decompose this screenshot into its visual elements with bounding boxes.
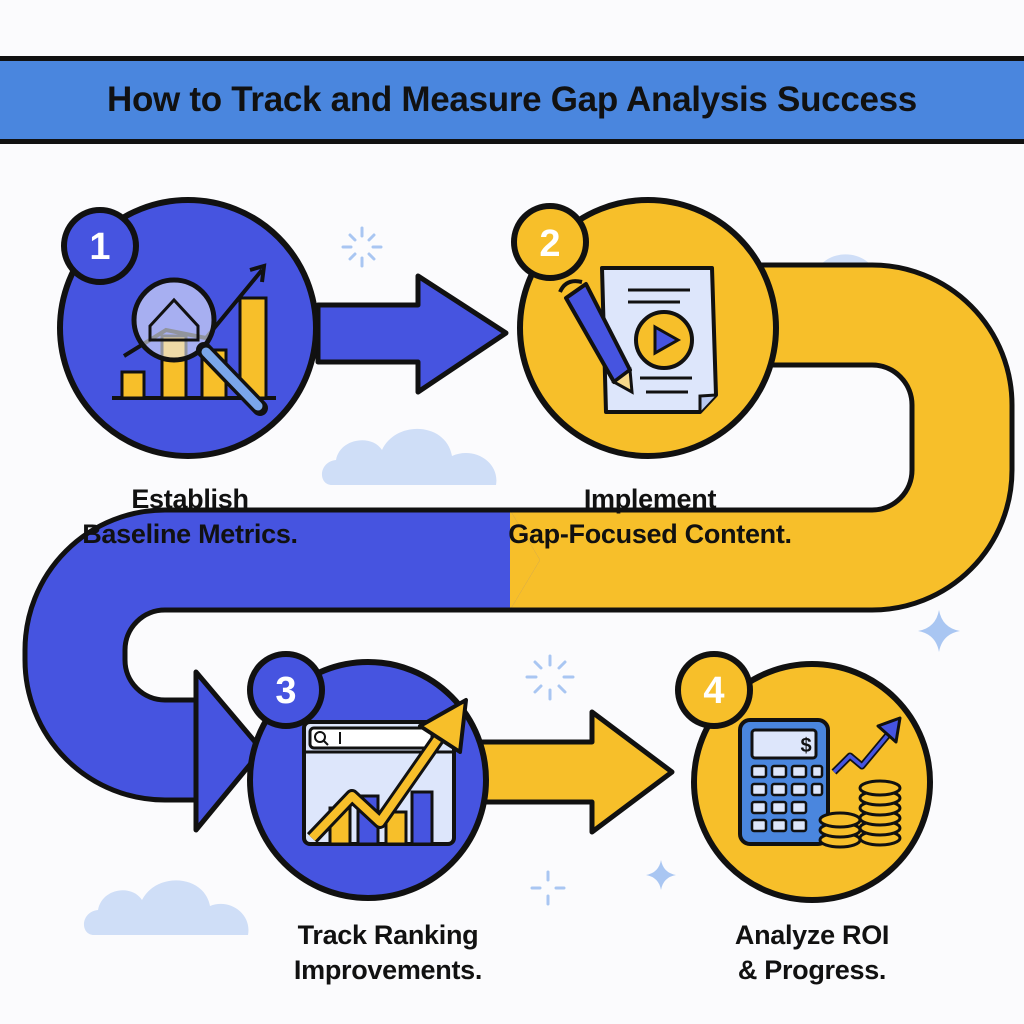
step-3-number: 3	[275, 670, 296, 712]
step-2-label-line1: Implement	[583, 484, 717, 514]
step-1-label-line1: Establish	[131, 484, 249, 514]
step-2-node: 2	[511, 197, 779, 459]
step-1-label: Establish Baseline Metrics.	[40, 482, 340, 552]
title-banner: How to Track and Measure Gap Analysis Su…	[0, 56, 1024, 144]
step-1-number: 1	[89, 226, 110, 268]
arrow-connector-3-4	[473, 709, 675, 835]
step-2-label-line2: Gap-Focused Content.	[508, 519, 792, 549]
curved-connector-2-3	[22, 262, 1015, 833]
cloud-icon	[321, 428, 497, 485]
step-3-label: Track Ranking Improvements.	[238, 918, 538, 988]
cloud-icon	[83, 880, 249, 935]
step-2-label: Implement Gap-Focused Content.	[480, 482, 820, 552]
sparkle-icon	[341, 226, 383, 268]
step-1-label-line2: Baseline Metrics.	[82, 519, 298, 549]
step-3-label-line1: Track Ranking	[297, 920, 479, 950]
step-3-label-line2: Improvements.	[293, 955, 483, 985]
arrow-connector-1-2	[315, 273, 509, 395]
step-4-label: Analyze ROI & Progress.	[680, 918, 944, 988]
calculator-coins-icon: $	[738, 716, 902, 849]
step-4-label-line1: Analyze ROI	[734, 920, 890, 950]
step-2-number: 2	[539, 223, 560, 265]
step-4-label-line2: & Progress.	[737, 955, 887, 985]
sparkle-icon	[530, 870, 566, 906]
step-1-node: 1	[57, 197, 319, 459]
sparkle-icon	[646, 860, 676, 890]
sparkle-icon	[918, 610, 960, 652]
browser-trend-chart-icon	[302, 698, 468, 846]
step-4-node: $ 4	[675, 651, 933, 903]
page-title: How to Track and Measure Gap Analysis Su…	[107, 80, 917, 119]
document-pen-play-icon	[558, 266, 718, 414]
magnifier-bar-chart-icon	[112, 263, 276, 416]
sparkle-icon	[525, 654, 575, 701]
step-3-node: 3	[247, 651, 489, 901]
calculator-dollar-symbol: $	[800, 735, 811, 757]
step-4-number: 4	[703, 670, 724, 712]
